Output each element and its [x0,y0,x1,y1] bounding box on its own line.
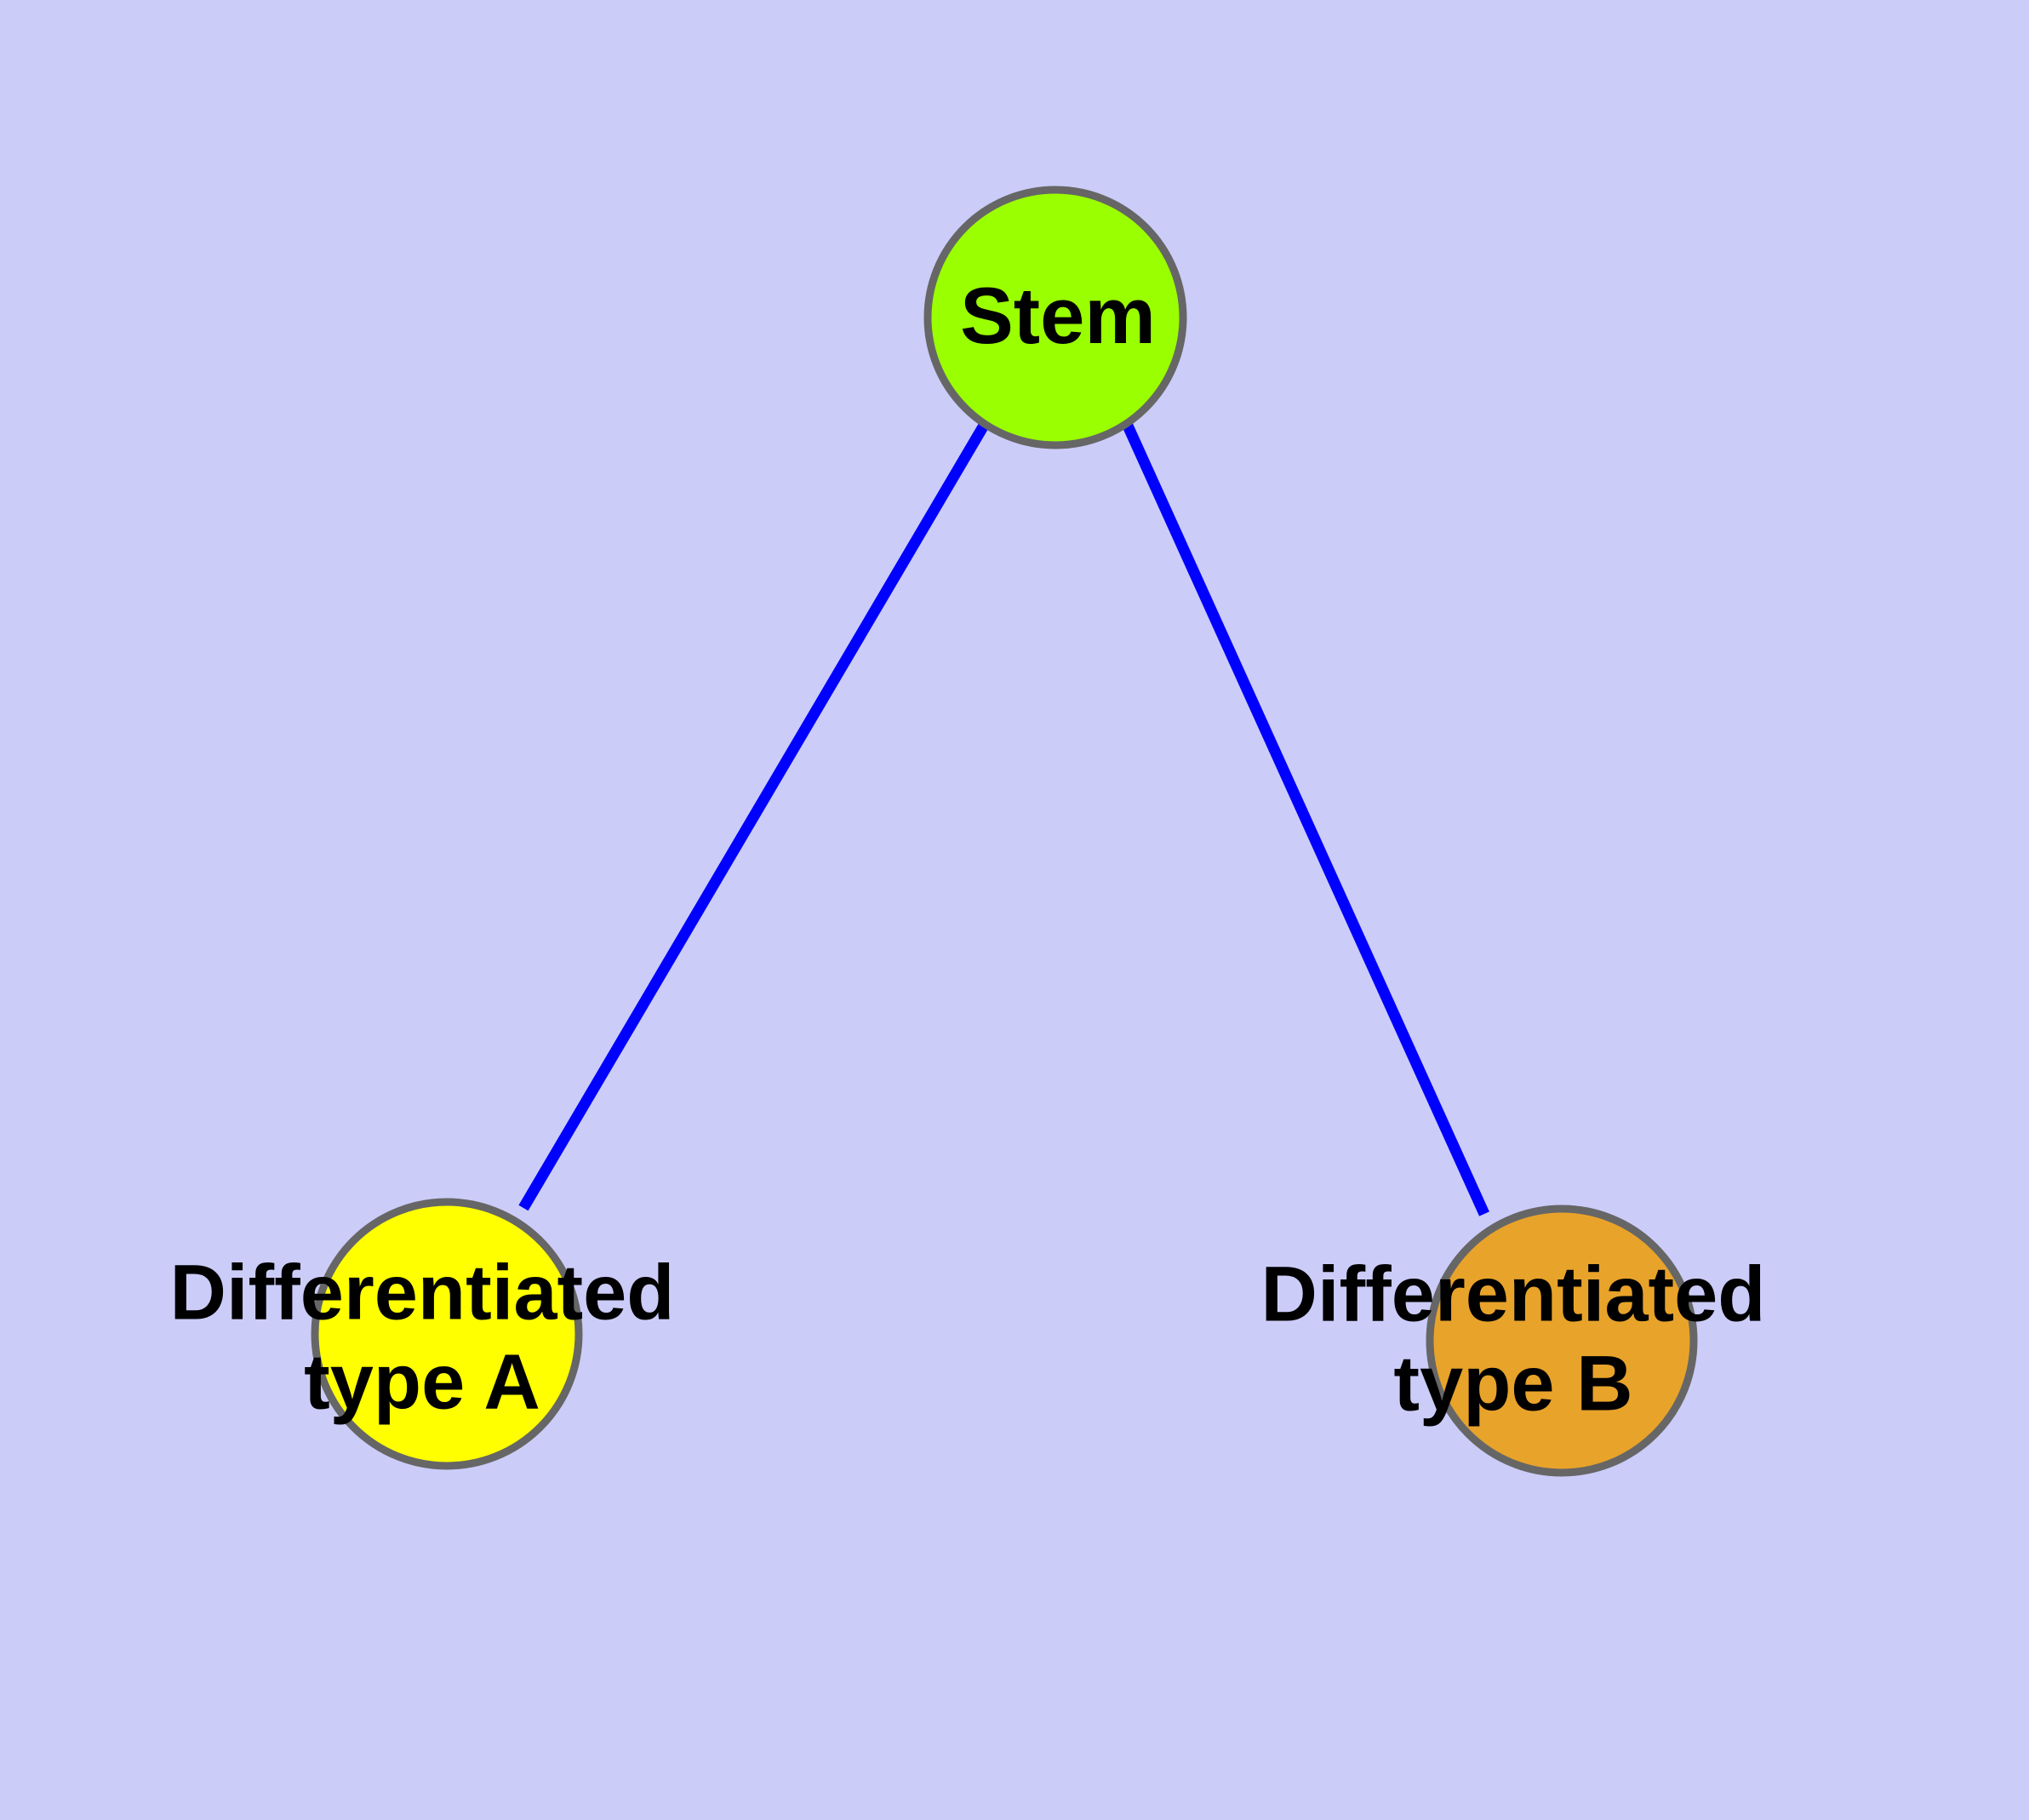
edge-stem-to-differentiated-b[interactable] [1123,423,1489,1216]
node-label-differentiated-a-line1: Differentiated [170,1249,675,1336]
node-differentiated-type-b[interactable] [1426,1205,1698,1477]
edge-stem-to-differentiated-a[interactable] [518,421,990,1211]
node-label-differentiated-b-line1: Differentiated [1261,1251,1766,1337]
node-differentiated-type-a[interactable] [311,1198,583,1470]
node-label-differentiated-a-line2: type A [304,1338,540,1425]
node-label-differentiated-b-line2: type B [1393,1340,1632,1427]
labels-group: Stem Differentiated type A Differentiate… [170,271,1766,1427]
edges-group [518,421,1489,1216]
nodes-group [311,186,1698,1477]
node-stem[interactable] [923,186,1187,449]
node-label-stem: Stem [960,271,1156,360]
